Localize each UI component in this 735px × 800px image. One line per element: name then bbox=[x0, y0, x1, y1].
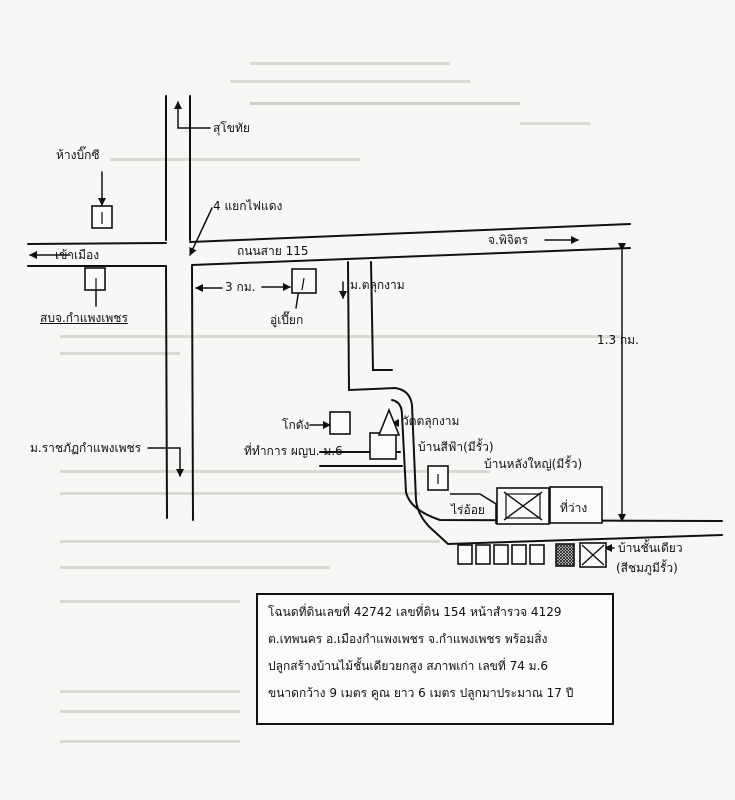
bleed-through-line bbox=[230, 80, 470, 83]
bleed-through-line bbox=[250, 102, 520, 105]
label-road-115: ถนนสาย 115 bbox=[237, 244, 309, 258]
single-house-x bbox=[581, 544, 605, 566]
road-115-north-edge bbox=[27, 223, 631, 245]
bleed-through-line bbox=[60, 740, 240, 743]
bleed-through-line bbox=[60, 492, 420, 495]
bleed-through-line bbox=[60, 690, 240, 693]
label-km3: 3 กม. bbox=[225, 280, 256, 294]
bleed-through-line bbox=[60, 710, 240, 713]
big-house-x bbox=[503, 491, 543, 521]
row-house-4 bbox=[511, 544, 527, 565]
bleed-through-line bbox=[60, 335, 620, 338]
label-to-city: เข้าเมือง bbox=[55, 248, 100, 262]
bleed-through-line bbox=[250, 62, 450, 65]
label-blue-house: บ้านสีฟ้า(มีรั้ว) bbox=[418, 440, 494, 454]
bleed-through-line bbox=[60, 470, 490, 473]
road-115-south-edge bbox=[27, 247, 631, 267]
garage-arrow-in bbox=[301, 277, 305, 291]
label-kotang: โกดัง bbox=[282, 418, 310, 432]
row-house-3 bbox=[493, 544, 509, 565]
arrow-university bbox=[147, 447, 184, 477]
label-sukhothai: สุโขทัย bbox=[213, 121, 250, 135]
side-road-curve-inner bbox=[391, 399, 723, 522]
bleed-through-line bbox=[520, 122, 590, 125]
description-line-1: โฉนดที่ดินเลขที่ 42742 เลขที่ดิน 154 หน้… bbox=[268, 605, 562, 619]
big-house-box bbox=[505, 493, 541, 519]
label-moo-talukngam: ม.ตลุกงาม bbox=[350, 278, 405, 292]
kotang-building bbox=[329, 411, 351, 435]
label-1-3km: 1.3 กม. bbox=[597, 333, 639, 347]
label-university: ม.ราชภัฏกำแพงเพชร bbox=[30, 441, 142, 455]
label-sugarcane: ไร่อ้อย bbox=[451, 503, 485, 517]
bleed-through-line bbox=[110, 158, 360, 161]
vacant-lot bbox=[549, 486, 603, 524]
bleed-through-line bbox=[60, 566, 330, 569]
label-temple: วัดตลุกงาม bbox=[402, 414, 460, 428]
label-single-house: บ้านชั้นเดียว bbox=[618, 541, 683, 555]
road-south-east-edge bbox=[191, 265, 194, 521]
side-road-east-edge bbox=[370, 261, 393, 371]
row-house-2 bbox=[475, 544, 491, 565]
label-phichit: จ.พิจิตร bbox=[488, 233, 529, 247]
row-house-5 bbox=[529, 544, 545, 565]
label-big-house: บ้านหลังใหญ่(มีรั้ว) bbox=[484, 457, 583, 471]
bleed-through-line bbox=[60, 540, 440, 543]
property-description-box: โฉนดที่ดินเลขที่ 42742 เลขที่ดิน 154 หน้… bbox=[256, 593, 614, 725]
label-bigc: ห้างบิ๊กซี bbox=[56, 148, 100, 162]
label-office: สบจ.กำแพงเพชร bbox=[40, 311, 128, 325]
office-building bbox=[84, 267, 106, 291]
road-south-west-edge bbox=[165, 265, 168, 519]
side-road-west-edge bbox=[347, 261, 350, 391]
label-vacant: ที่ว่าง bbox=[560, 501, 588, 515]
description-line-3: ปลูกสร้างบ้านไม้ชั้นเดียวยกสูง สภาพเก่า … bbox=[268, 659, 549, 673]
label-intersection: 4 แยกไฟแดง bbox=[213, 199, 283, 213]
side-road-curve-outer bbox=[348, 386, 723, 546]
sugarcane-field bbox=[450, 493, 497, 524]
arrow-intersection bbox=[189, 207, 213, 256]
label-headman-office: ที่ทำการ ผญบ. ม.6 bbox=[244, 444, 343, 458]
label-garage: อู่เปี๊ยก bbox=[270, 313, 304, 327]
description-line-4: ขนาดกว้าง 9 เมตร คูณ ยาว 6 เมตร ปลูกมาปร… bbox=[268, 686, 574, 700]
temple-triangle bbox=[377, 407, 401, 436]
bleed-through-line bbox=[60, 352, 180, 355]
target-house bbox=[555, 543, 575, 567]
arrow-sukhothai bbox=[174, 101, 211, 129]
description-line-2: ต.เทพนคร อ.เมืองกำแพงเพชร จ.กำแพงเพชร พร… bbox=[268, 632, 548, 646]
headman-office-building bbox=[369, 432, 397, 460]
bleed-through-line bbox=[60, 600, 240, 603]
label-pink-fence: (สีชมภูมีรั้ว) bbox=[616, 561, 678, 575]
row-house-1 bbox=[457, 544, 473, 565]
